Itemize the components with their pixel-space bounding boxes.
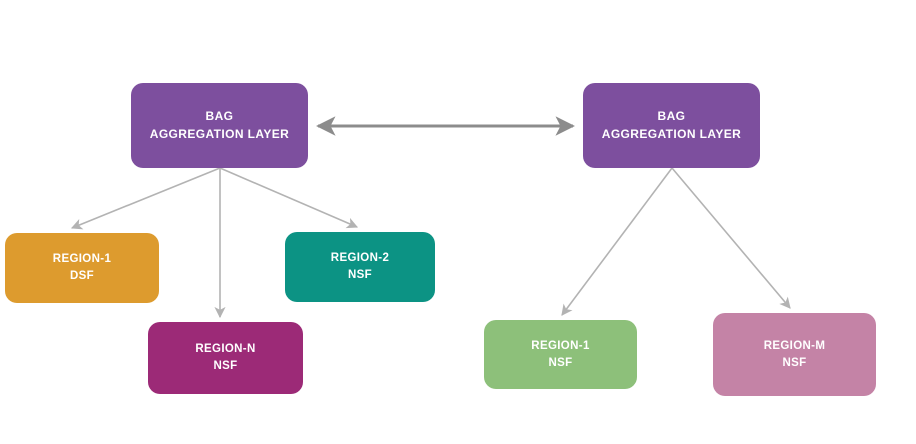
edge-bag-left-to-region-2-nsf <box>219 167 359 229</box>
node-region-2-nsf-label: REGION-2 NSF <box>330 252 390 281</box>
node-region-1-dsf[interactable]: REGION-1 DSF <box>5 233 159 303</box>
edge-bag-left-to-region-1-dsf <box>70 167 221 230</box>
node-region-n-nsf[interactable]: REGION-N NSF <box>148 322 303 394</box>
edge-bag-right-to-region-1-nsf <box>561 167 673 316</box>
node-region-1-nsf[interactable]: REGION-1 NSF <box>484 320 637 389</box>
node-region-1-nsf-label: REGION-1 NSF <box>531 339 590 369</box>
node-bag-right-label: BAG AGGREGATION LAYER <box>601 109 742 141</box>
node-region-1-dsf-label: REGION-1 DSF <box>52 253 112 282</box>
node-region-2-nsf[interactable]: REGION-2 NSF <box>285 232 435 302</box>
node-bag-left[interactable]: BAG AGGREGATION LAYER <box>131 83 308 168</box>
node-region-m-nsf-label: REGION-M NSF <box>763 339 826 369</box>
node-region-n-nsf-label: REGION-N NSF <box>195 343 256 372</box>
edge-bag-right-to-region-m-nsf <box>671 167 791 309</box>
node-bag-left-label: BAG AGGREGATION LAYER <box>149 109 290 141</box>
node-region-m-nsf[interactable]: REGION-M NSF <box>713 313 876 396</box>
node-bag-right[interactable]: BAG AGGREGATION LAYER <box>583 83 760 168</box>
